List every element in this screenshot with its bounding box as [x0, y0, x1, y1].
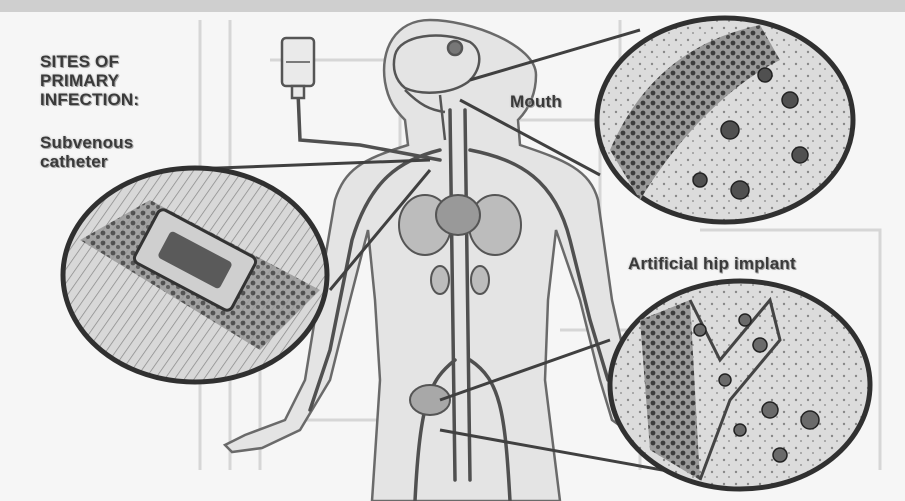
mouth-label: Mouth — [510, 92, 562, 111]
heading-line-2: PRIMARY — [40, 71, 190, 90]
subvenous-label-line-2: catheter — [40, 152, 108, 171]
heading-line-1: SITES OF — [40, 52, 190, 71]
iv-bag — [282, 38, 314, 98]
hip-implant-label: Artificial hip implant — [628, 254, 796, 273]
subvenous-label-line-1: Subvenous — [40, 133, 133, 152]
mouth-magnifier — [597, 18, 853, 222]
hip-magnifier — [610, 281, 870, 489]
heading-line-3: INFECTION: — [40, 90, 190, 109]
catheter-magnifier — [63, 168, 327, 382]
sites-heading: SITES OF PRIMARY INFECTION: — [40, 52, 190, 109]
top-strip — [0, 0, 905, 12]
